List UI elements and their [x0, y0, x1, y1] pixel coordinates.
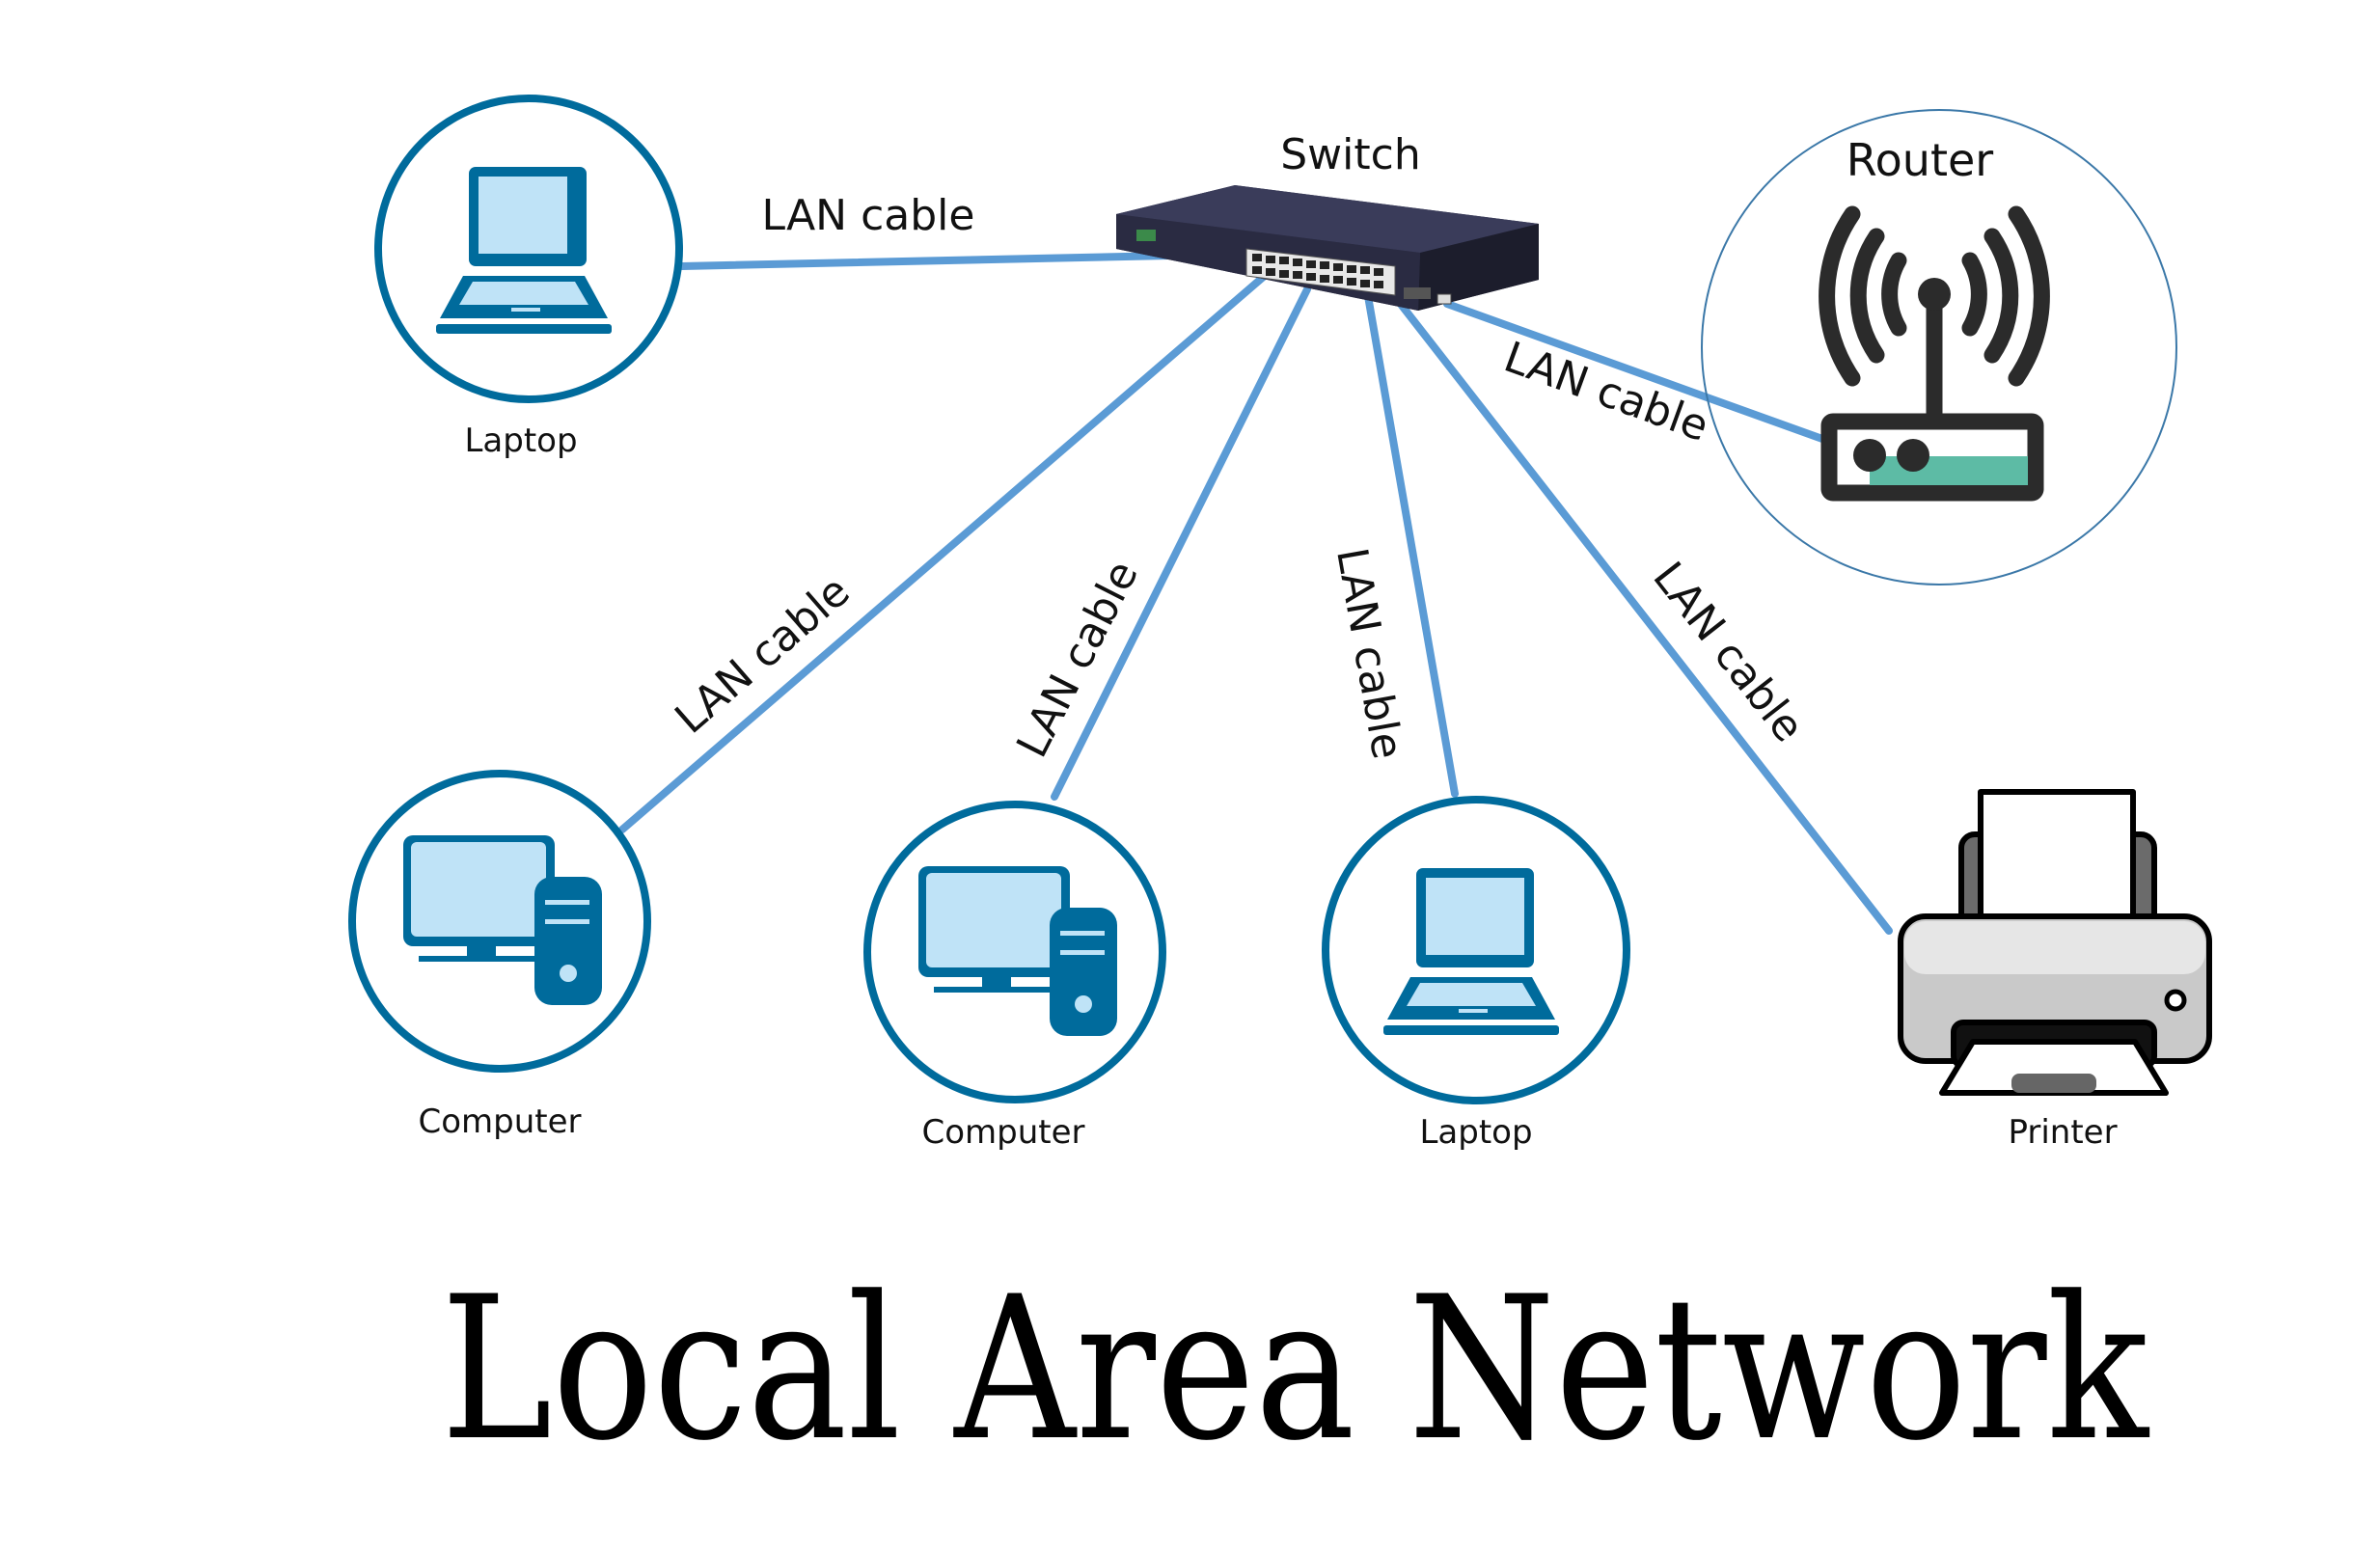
switch-label: Switch: [1280, 130, 1420, 179]
node-router[interactable]: Router: [1701, 109, 2177, 585]
node-label: Router: [1847, 134, 1994, 186]
cables: [618, 250, 1893, 935]
cable-router: [1443, 300, 1861, 455]
node-computer-1[interactable]: Computer: [348, 770, 651, 1141]
node-label: Computer: [921, 1113, 1084, 1152]
node-label: Computer: [418, 1103, 581, 1141]
node-computer-2[interactable]: Computer: [863, 801, 1166, 1152]
cable-label-laptop-1: LAN cable: [762, 191, 975, 240]
switch-node[interactable]: Switch: [1116, 130, 1539, 311]
printer-icon: [1898, 789, 2212, 1096]
diagram-title: Local Area Network: [441, 1255, 2149, 1484]
cable-label-laptop-2: LAN cable: [1327, 544, 1412, 762]
cable-computer-2: [1051, 286, 1311, 801]
node-label: Printer: [2008, 1113, 2117, 1152]
wifi-router-icon: [1819, 205, 2050, 502]
desktop-computer-icon: [403, 835, 602, 1005]
cable-printer: [1385, 286, 1893, 935]
node-label: Laptop: [1419, 1113, 1532, 1152]
cable-labels: LAN cable LAN cable LAN cable LAN cable …: [666, 191, 1813, 765]
cable-computer-1: [618, 264, 1277, 833]
node-laptop-2[interactable]: Laptop: [1322, 796, 1630, 1152]
network-switch-icon: [1116, 185, 1539, 311]
node-printer[interactable]: Printer: [1898, 789, 2212, 1152]
cable-laptop-2: [1364, 292, 1459, 798]
node-ring: [1701, 109, 2177, 585]
desktop-computer-icon: [918, 866, 1117, 1036]
laptop-icon: [436, 167, 612, 334]
laptop-icon: [1383, 868, 1559, 1035]
node-laptop-1[interactable]: Laptop: [374, 95, 683, 460]
node-label: Laptop: [464, 422, 577, 460]
